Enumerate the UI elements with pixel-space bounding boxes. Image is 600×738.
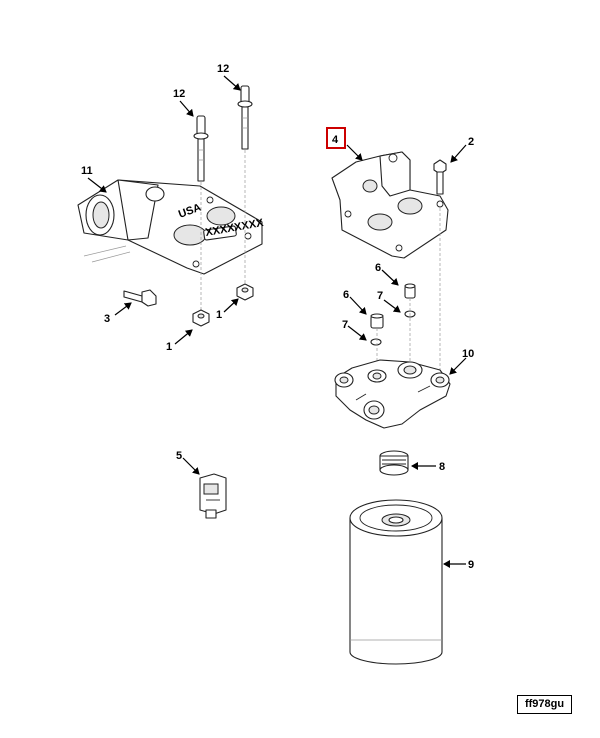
callout-3: 3 — [104, 313, 110, 325]
cap-screw — [123, 289, 157, 307]
callout-8: 8 — [439, 461, 445, 473]
reference-code-label: ff978gu — [517, 695, 572, 714]
leader-lines — [87, 75, 467, 568]
callout-1-front-nut: 1 — [166, 341, 172, 353]
adapter-plate — [331, 151, 449, 259]
hex-nut-front — [192, 309, 210, 327]
water-in-fuel-sensor — [199, 473, 227, 519]
plug-fitting-lower — [370, 313, 384, 329]
callout-12-long-stud: 12 — [217, 63, 229, 75]
callout-12-short-stud: 12 — [173, 88, 185, 100]
callout-7-upper: 7 — [377, 290, 383, 302]
callout-1-rear-nut: 1 — [216, 309, 222, 321]
callout-5: 5 — [176, 450, 182, 462]
washer-lower — [370, 338, 382, 346]
stud-bolt-short — [193, 115, 209, 182]
hex-nut-rear — [236, 283, 254, 301]
callout-4-highlight-box — [326, 127, 346, 149]
mounting-bracket — [77, 179, 263, 275]
callout-6-upper: 6 — [375, 262, 381, 274]
threaded-nipple — [379, 450, 409, 476]
filter-head — [334, 359, 451, 429]
callout-11: 11 — [81, 165, 93, 177]
callout-6-lower: 6 — [343, 289, 349, 301]
callout-4: 4 — [332, 134, 339, 146]
callout-10: 10 — [462, 348, 474, 360]
fuel-filter-canister — [349, 499, 443, 665]
callout-7-lower: 7 — [342, 319, 348, 331]
plug-fitting-upper — [404, 283, 416, 299]
hex-bolt — [433, 159, 447, 195]
stud-bolt-long — [237, 85, 253, 150]
callout-2: 2 — [468, 136, 474, 148]
callout-9: 9 — [468, 559, 474, 571]
